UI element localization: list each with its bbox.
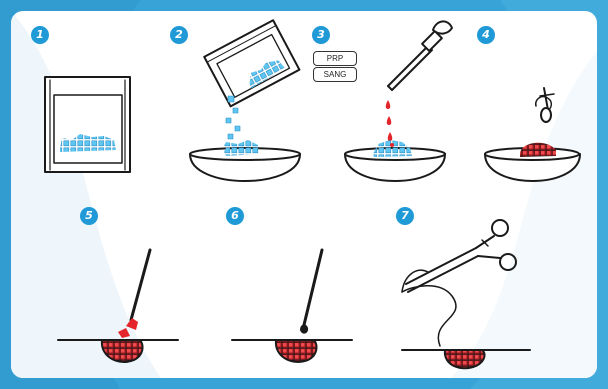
bowl-step-4 xyxy=(485,143,580,181)
blood-pipette xyxy=(386,21,452,141)
bowl-step-3 xyxy=(345,140,445,181)
pouring-sachet xyxy=(204,20,299,139)
bowl-step-2 xyxy=(190,140,300,181)
forceps-and-suture xyxy=(402,220,530,368)
defect-step-5 xyxy=(58,250,178,362)
defect-step-6 xyxy=(232,250,352,362)
sachet-with-granules xyxy=(45,77,130,172)
spatula xyxy=(536,88,554,122)
